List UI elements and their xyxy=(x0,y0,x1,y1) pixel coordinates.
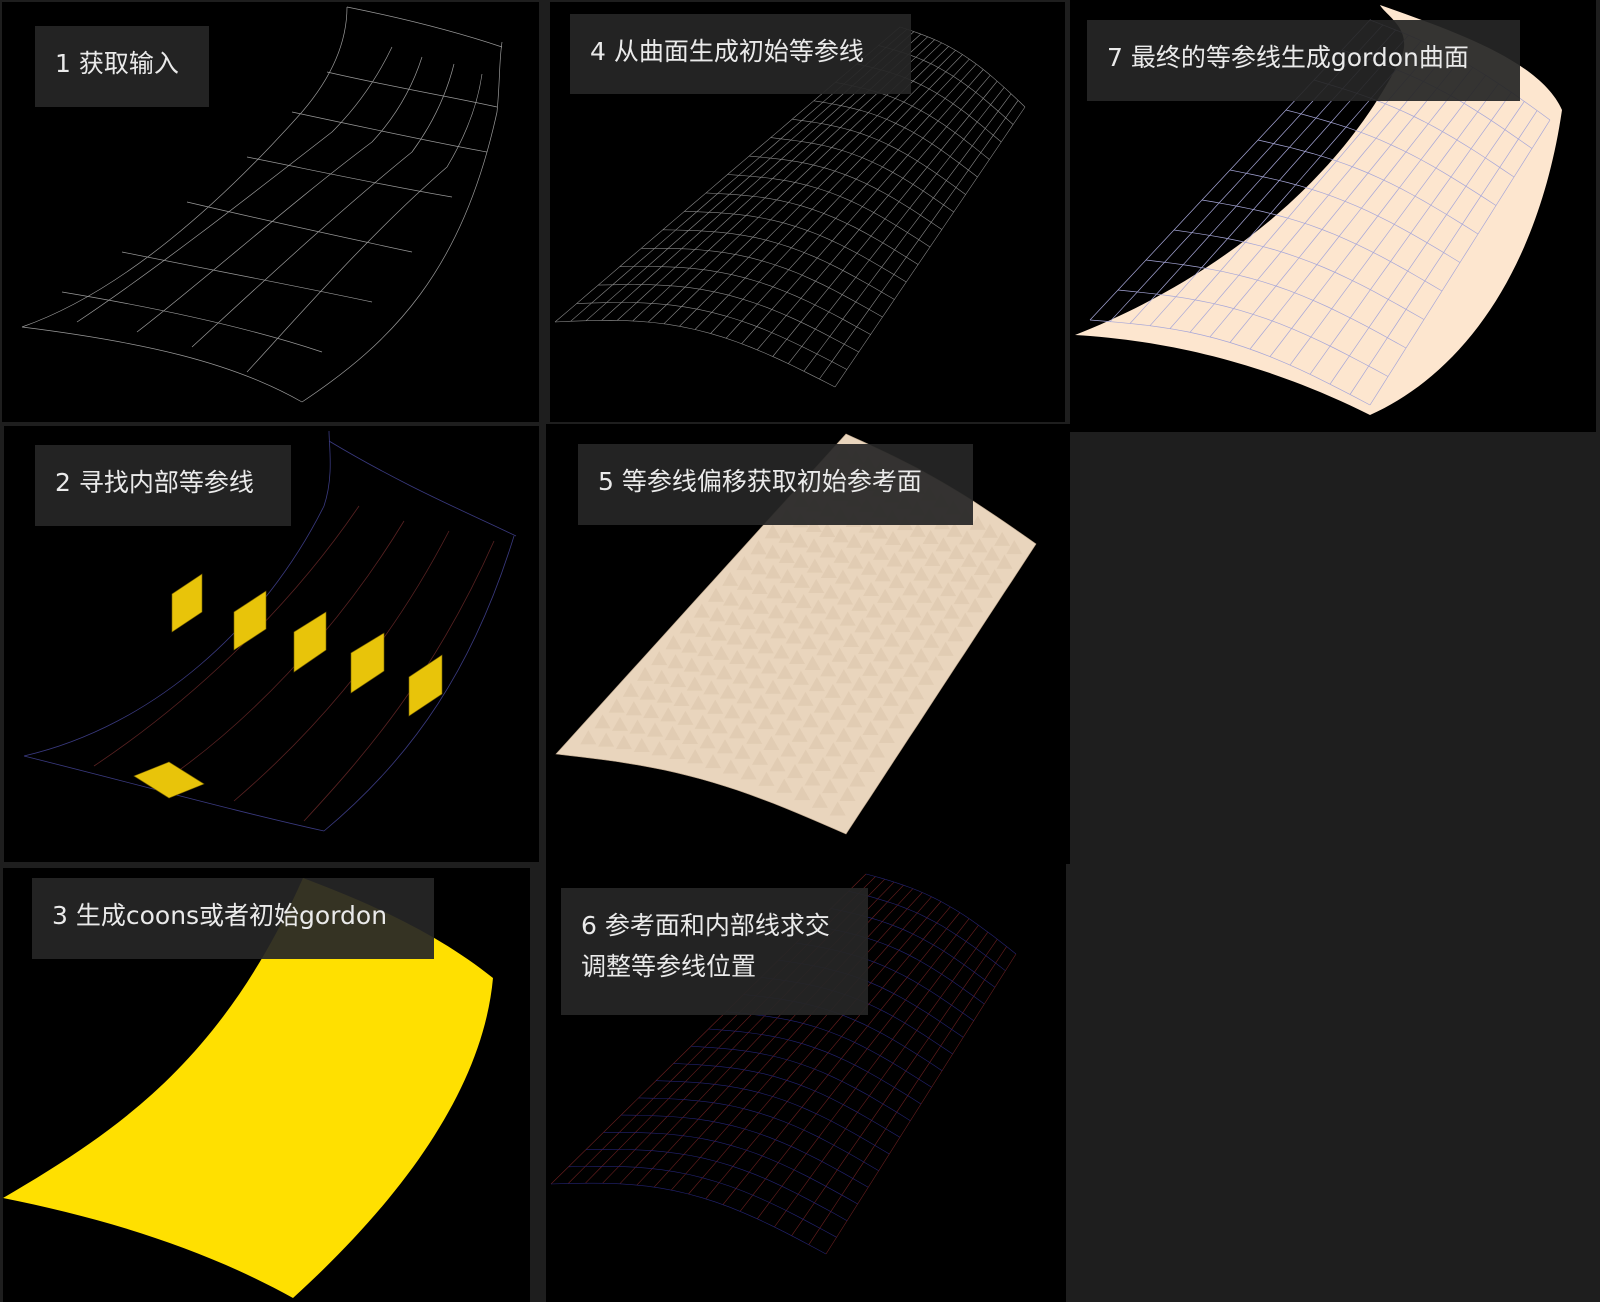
step-caption: 6 参考面和内部线求交 调整等参线位置 xyxy=(561,888,868,1015)
step-caption: 7 最终的等参线生成gordon曲面 xyxy=(1087,20,1520,101)
intersection-adjusted-grid xyxy=(550,873,1017,1255)
interior-isocurves-view xyxy=(23,430,517,832)
coons-gordon-surface xyxy=(3,878,493,1298)
step-caption: 1 获取输入 xyxy=(35,26,209,107)
viewport-step-4[interactable]: 4 从曲面生成初始等参线 xyxy=(550,2,1065,422)
viewport-step-3[interactable]: 3 生成coons或者初始gordon xyxy=(3,868,530,1302)
viewport-step-5[interactable]: 5 等参线偏移获取初始参考面 xyxy=(546,424,1070,864)
viewport-step-7[interactable]: 7 最终的等参线生成gordon曲面 xyxy=(1070,0,1596,432)
wireframe-input-curves xyxy=(21,6,503,403)
isocurve-patches xyxy=(133,573,443,799)
viewport-step-2[interactable]: 2 寻找内部等参线 xyxy=(4,426,539,862)
viewport-step-6[interactable]: 6 参考面和内部线求交 调整等参线位置 xyxy=(546,864,1066,1302)
viewport-step-1[interactable]: 1 获取输入 xyxy=(2,2,539,422)
step-caption: 2 寻找内部等参线 xyxy=(35,445,291,526)
step-caption: 5 等参线偏移获取初始参考面 xyxy=(578,444,973,525)
step-caption: 3 生成coons或者初始gordon xyxy=(32,878,434,959)
step-caption: 4 从曲面生成初始等参线 xyxy=(570,14,911,94)
